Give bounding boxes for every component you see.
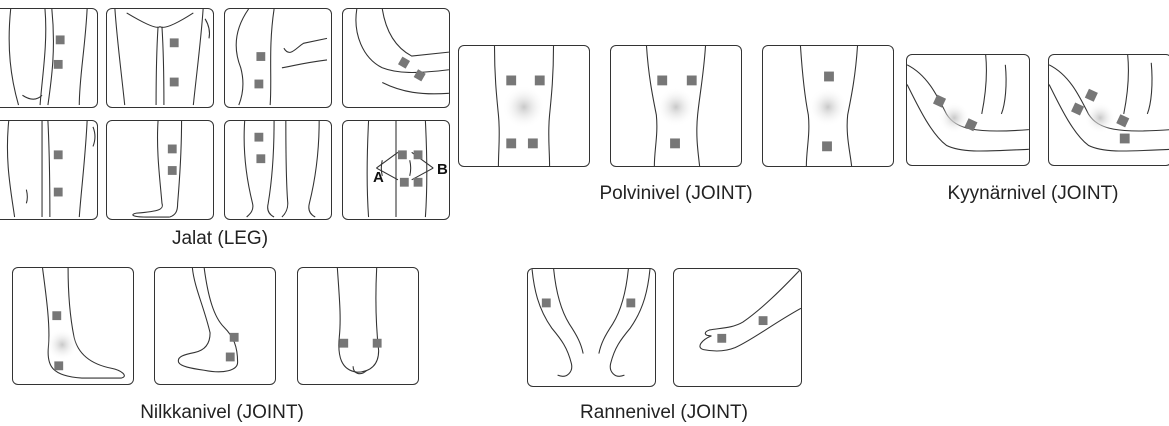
knee-panel-1 (458, 45, 590, 167)
wrist-panel-2 (673, 268, 802, 387)
leg-panel-5 (0, 120, 98, 220)
caption-knee: Polvinivel (JOINT) (566, 183, 786, 205)
leg-panel-6 (106, 120, 214, 220)
wrist-panel-1 (527, 268, 656, 387)
ankle-panel-2 (154, 267, 276, 385)
caption-elbow: Kyynärnivel (JOINT) (918, 183, 1148, 205)
electrode-label-a: A (373, 169, 384, 186)
leg-panel-3 (224, 8, 332, 108)
leg-panel-4 (342, 8, 450, 108)
leg-panel-8: A B (342, 120, 450, 220)
caption-ankle: Nilkkanivel (JOINT) (112, 402, 332, 424)
leg-panel-2 (106, 8, 214, 108)
electrode-label-b: B (437, 161, 448, 178)
leg-panel-1 (0, 8, 98, 108)
ankle-panel-1 (12, 267, 134, 385)
knee-panel-3 (762, 45, 894, 167)
caption-leg: Jalat (LEG) (150, 228, 290, 250)
knee-panel-2 (610, 45, 742, 167)
elbow-panel-2 (1048, 54, 1169, 166)
caption-wrist: Rannenivel (JOINT) (554, 402, 774, 424)
elbow-panel-1 (906, 54, 1030, 166)
ankle-panel-3 (297, 267, 419, 385)
leg-panel-7 (224, 120, 332, 220)
